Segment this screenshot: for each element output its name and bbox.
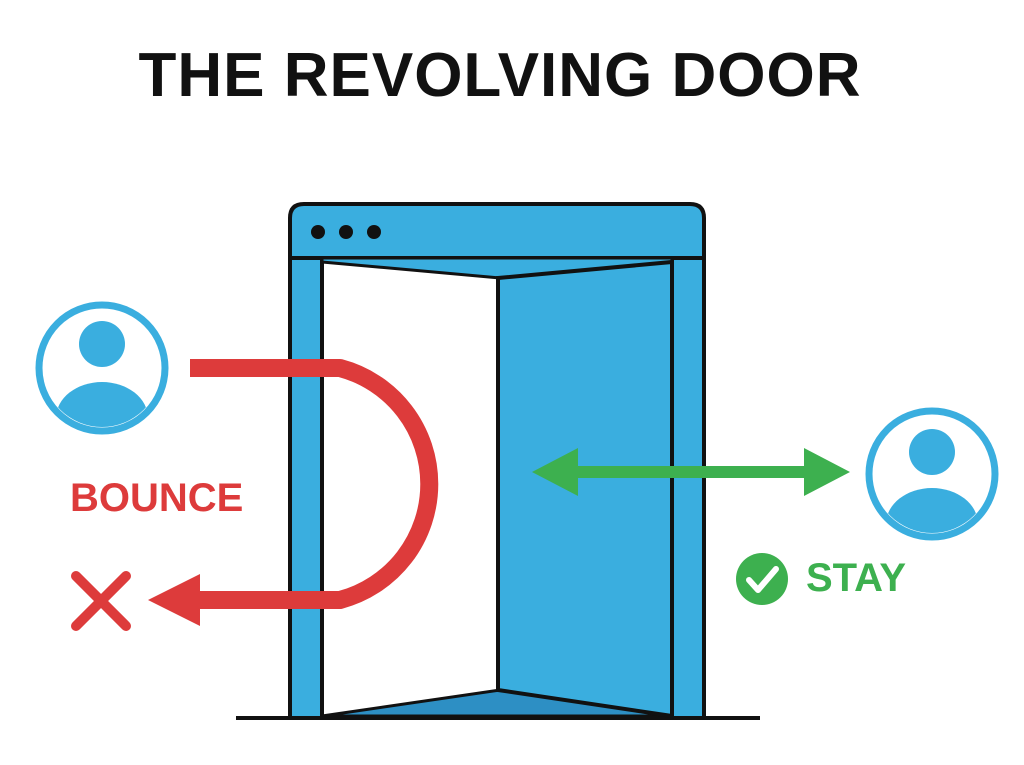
x-mark-icon xyxy=(71,571,131,631)
stay-label: STAY xyxy=(806,556,907,600)
door-revolving-panel xyxy=(496,259,674,719)
stay-arrowhead-right xyxy=(804,448,850,496)
bounce-label: BOUNCE xyxy=(70,476,244,520)
bounce-arrow-line xyxy=(190,359,439,609)
page-title: THE REVOLVING DOOR xyxy=(138,41,862,110)
door-dot-2 xyxy=(339,225,353,239)
door-dot-1 xyxy=(311,225,325,239)
user-avatar-icon xyxy=(865,407,999,541)
bounce-path xyxy=(148,359,439,626)
door-dot-3 xyxy=(367,225,381,239)
stay-arrowhead-left xyxy=(532,448,578,496)
door-right-pillar xyxy=(670,256,706,720)
user-avatar-icon xyxy=(35,301,169,435)
checkmark-circle-icon xyxy=(736,553,788,605)
door-frame xyxy=(288,202,706,720)
bounce-arrowhead xyxy=(148,574,200,626)
door-left-pillar xyxy=(288,256,324,720)
stay-path xyxy=(532,448,850,496)
door-header xyxy=(288,202,706,260)
